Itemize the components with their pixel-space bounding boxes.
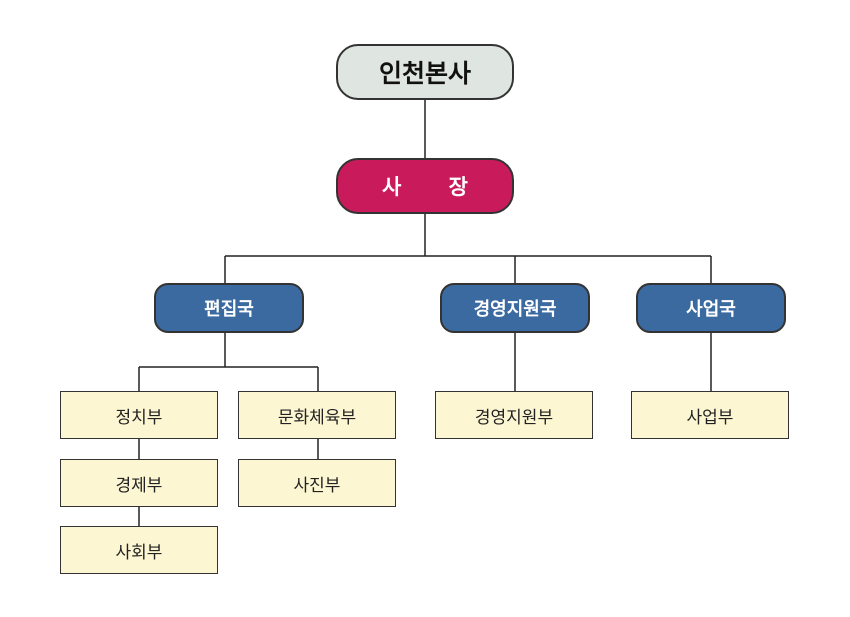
team-label: 정치부	[115, 407, 163, 428]
team-node-politics: 정치부	[60, 391, 218, 439]
team-label: 경영지원부	[474, 407, 554, 428]
ceo-label: 사 장	[382, 175, 488, 199]
root-label: 인천본사	[378, 59, 471, 88]
team-label: 사회부	[115, 542, 163, 563]
team-node-society: 사회부	[60, 526, 218, 574]
team-node-management-support: 경영지원부	[435, 391, 593, 439]
department-label: 경영지원국	[473, 299, 557, 320]
root-node: 인천본사	[336, 44, 514, 100]
team-label: 문화체육부	[277, 407, 357, 428]
ceo-node: 사 장	[336, 158, 514, 214]
team-label: 사진부	[293, 475, 341, 496]
department-node-business: 사업국	[636, 283, 786, 333]
team-node-business: 사업부	[631, 391, 789, 439]
team-node-photo: 사진부	[238, 459, 396, 507]
team-node-culture-sports: 문화체육부	[238, 391, 396, 439]
department-label: 편집국	[204, 299, 254, 320]
team-label: 경제부	[115, 475, 163, 496]
department-label: 사업국	[686, 299, 736, 320]
team-node-economy: 경제부	[60, 459, 218, 507]
department-node-management: 경영지원국	[440, 283, 590, 333]
department-node-editorial: 편집국	[154, 283, 304, 333]
team-label: 사업부	[686, 407, 734, 428]
